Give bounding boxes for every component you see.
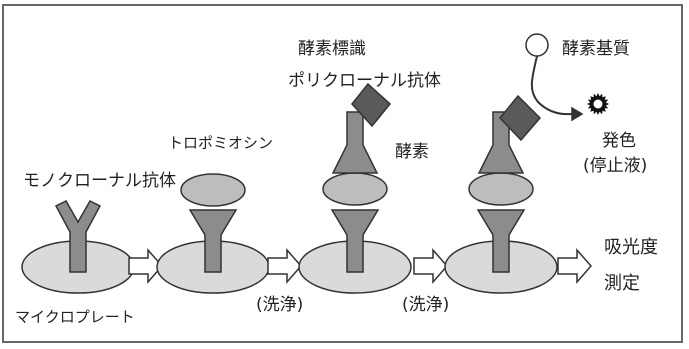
block-arrow-3 — [413, 248, 448, 284]
colored-product-core — [593, 99, 603, 109]
label-microplate: マイクロプレート — [15, 308, 135, 326]
label-tropomyosin: トロポミオシン — [168, 134, 274, 152]
label-wash-2: (洗浄) — [402, 295, 450, 315]
label-absorbance: 吸光度 — [604, 237, 658, 258]
label-monoclonal-antibody: モノクローナル抗体 — [23, 171, 176, 191]
stage-2 — [156, 173, 270, 294]
block-arrow-4 — [557, 248, 592, 284]
product-group — [587, 93, 609, 115]
block-arrow-2 — [267, 248, 302, 284]
block-arrow-1 — [128, 248, 163, 284]
enzyme — [351, 82, 392, 128]
monoclonal-antibody — [54, 200, 102, 273]
reaction-arrow-path — [530, 55, 573, 116]
stage-3 — [298, 82, 412, 294]
monoclonal-antibody — [476, 209, 526, 273]
stage-4 — [444, 33, 584, 294]
enzyme — [498, 94, 542, 142]
label-color-development: 発色 — [602, 131, 636, 151]
label-measurement: 測定 — [604, 273, 640, 294]
label-stop-solution: (停止液) — [583, 156, 648, 176]
monoclonal-antibody — [330, 209, 380, 273]
monoclonal-antibody — [188, 209, 238, 273]
label-polyclonal-antibody: ポリクローナル抗体 — [288, 71, 441, 91]
reaction-arrowhead — [571, 106, 584, 122]
tropomyosin-antigen — [180, 173, 246, 207]
label-enzyme-substrate: 酵素基質 — [562, 39, 630, 59]
label-enzyme-labeled: 酵素標識 — [298, 39, 366, 59]
label-wash-1: (洗浄) — [256, 295, 304, 315]
stage-1 — [21, 200, 135, 294]
label-enzyme: 酵素 — [395, 142, 429, 162]
